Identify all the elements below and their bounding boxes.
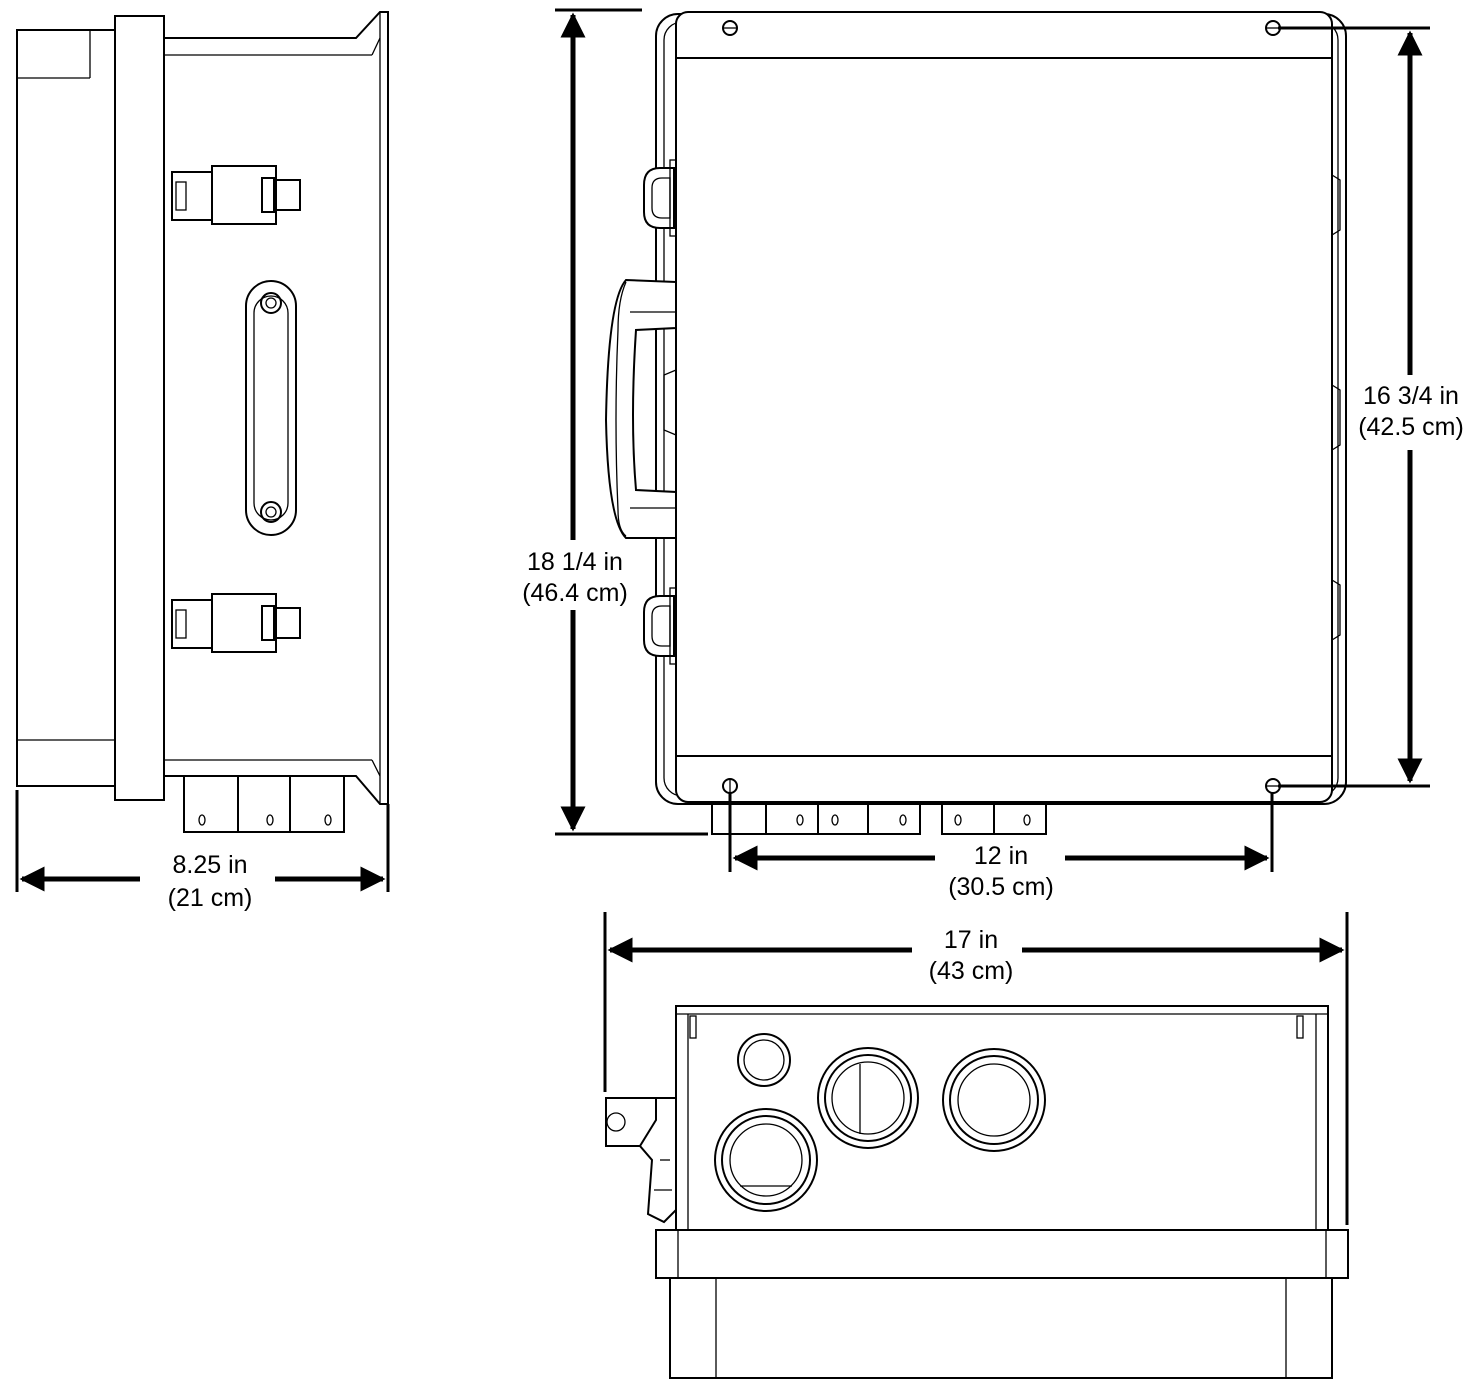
- side-mounting-feet: [183, 775, 345, 833]
- side-view: 8.25 in (21 cm): [15, 11, 390, 912]
- overall-height-imperial-label: 18 1/4 in: [527, 548, 623, 576]
- overall-width-imperial-label: 17 in: [944, 926, 998, 954]
- bottom-latch: [605, 1097, 677, 1224]
- depth-metric-label: (21 cm): [168, 884, 253, 912]
- overall-width-metric-label: (43 cm): [929, 957, 1014, 985]
- front-view: 18 1/4 in (46.4 cm) 16 3/4 in (42.5 cm) …: [522, 8, 1464, 901]
- front-latch-top: [643, 159, 677, 237]
- mounting-height-metric-label: (42.5 cm): [1358, 413, 1464, 441]
- side-flange: [114, 15, 165, 801]
- bottom-flange: [655, 1229, 1349, 1279]
- bottom-body: [675, 1005, 1329, 1231]
- dimension-mounting-width: 12 in (30.5 cm): [728, 792, 1274, 901]
- bottom-lid: [669, 1277, 1333, 1379]
- side-handle-bracket: [245, 280, 297, 536]
- dimension-depth: 8.25 in (21 cm): [15, 790, 390, 912]
- overall-height-metric-label: (46.4 cm): [522, 579, 628, 607]
- bottom-gland-2: [942, 1048, 1046, 1152]
- mounting-height-imperial-label: 16 3/4 in: [1363, 382, 1459, 410]
- front-handle: [604, 278, 677, 539]
- bottom-gland-1: [817, 1047, 919, 1149]
- side-latch-top: [171, 165, 301, 225]
- side-latch-bottom: [171, 593, 301, 653]
- side-lid: [16, 29, 118, 787]
- front-face: [675, 11, 1333, 803]
- mounting-width-metric-label: (30.5 cm): [948, 873, 1054, 901]
- front-latch-bottom: [643, 587, 677, 665]
- dimension-mounting-height: 16 3/4 in (42.5 cm): [1278, 26, 1464, 788]
- dimension-overall-width: 17 in (43 cm): [603, 912, 1349, 1225]
- dimension-overall-height: 18 1/4 in (46.4 cm): [522, 8, 708, 836]
- front-mounting-tabs: [711, 803, 1047, 835]
- depth-imperial-label: 8.25 in: [172, 851, 247, 879]
- bottom-view: 17 in (43 cm): [603, 912, 1349, 1379]
- bottom-gland-3: [714, 1108, 818, 1212]
- mounting-width-imperial-label: 12 in: [974, 842, 1028, 870]
- bottom-knockout-small: [737, 1033, 791, 1087]
